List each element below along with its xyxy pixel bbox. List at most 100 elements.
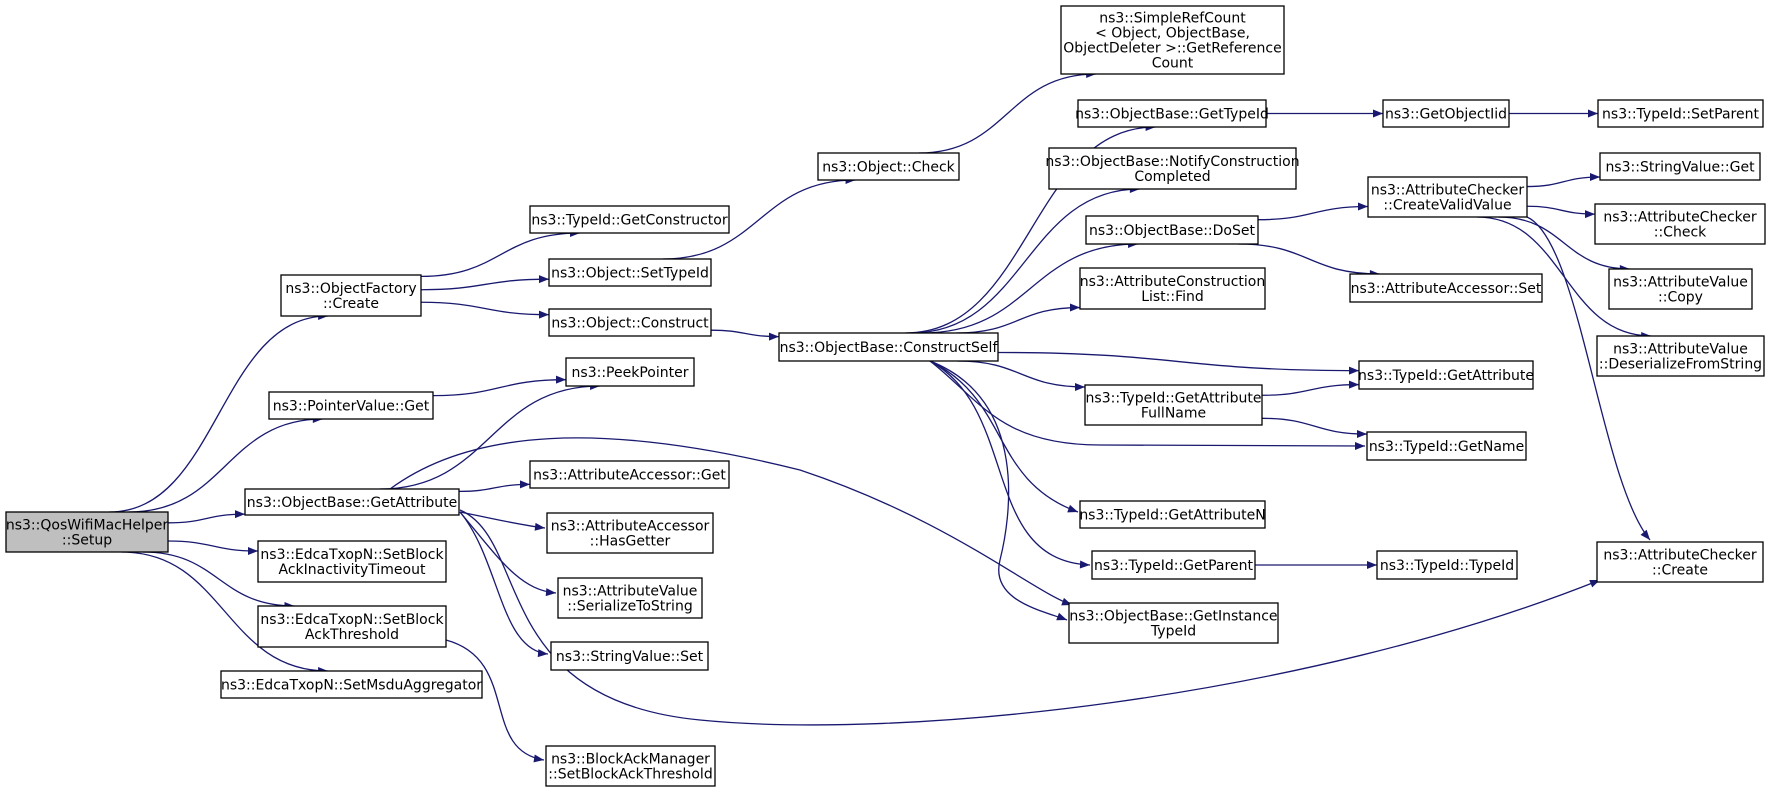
- node-tid-get-name[interactable]: ns3::TypeId::GetName: [1366, 431, 1527, 461]
- node-box: [1084, 384, 1263, 426]
- node-box: [1596, 335, 1765, 377]
- edge-line: [458, 483, 531, 493]
- node-ob-get-typeid[interactable]: ns3::ObjectBase::GetTypeId: [1075, 99, 1269, 128]
- node-box: [1366, 431, 1527, 461]
- node-accessor-get[interactable]: ns3::AttributeAccessor::Get: [529, 460, 730, 489]
- edge-line: [1261, 417, 1368, 435]
- node-box: [1060, 5, 1285, 75]
- node-factory-create[interactable]: ns3::ObjectFactory::Create: [280, 274, 422, 317]
- edge-line: [389, 437, 1073, 606]
- node-label: ns3::BlockAckManager: [551, 752, 710, 768]
- node-box: [1091, 550, 1256, 580]
- node-tid-get-attribute-n[interactable]: ns3::TypeId::GetAttributeN: [1079, 500, 1266, 529]
- node-string-value-set[interactable]: ns3::StringValue::Set: [550, 641, 709, 671]
- node-object-set-typeid[interactable]: ns3::Object::SetTypeId: [548, 258, 712, 287]
- node-tid-typeid[interactable]: ns3::TypeId::TypeId: [1376, 550, 1518, 580]
- edge-line: [956, 306, 1081, 334]
- edge-line: [662, 179, 856, 260]
- node-object-construct[interactable]: ns3::Object::Construct: [548, 308, 712, 337]
- node-label: ns3::TypeId::TypeId: [1380, 558, 1514, 574]
- node-box: [268, 391, 434, 420]
- node-tid-get-attribute[interactable]: ns3::TypeId::GetAttribute: [1358, 360, 1534, 390]
- node-tid-get-parent[interactable]: ns3::TypeId::GetParent: [1091, 550, 1256, 580]
- node-value-deserialize[interactable]: ns3::AttributeValue::DeserializeFromStri…: [1596, 335, 1765, 377]
- node-box: [1594, 203, 1766, 245]
- node-get-attribute[interactable]: ns3::ObjectBase::GetAttribute: [244, 488, 460, 516]
- node-set-block-ack-threshold[interactable]: ns3::EdcaTxopN::SetBlockAckThreshold: [257, 605, 447, 648]
- node-label: ns3::TypeId::GetAttribute: [1086, 391, 1262, 407]
- node-setup[interactable]: ns3::QosWifiMacHelper::Setup: [5, 511, 169, 553]
- node-ob-doset[interactable]: ns3::ObjectBase::DoSet: [1085, 215, 1259, 245]
- edge-line: [1261, 383, 1360, 396]
- node-set-msdu-aggregator[interactable]: ns3::EdcaTxopN::SetMsduAggregator: [220, 670, 483, 699]
- edge-get_attribute-to-accessor_get: [458, 480, 531, 493]
- node-label: ns3::PeekPointer: [572, 365, 689, 381]
- node-label: AckThreshold: [305, 627, 399, 643]
- node-box: [1085, 215, 1259, 245]
- edge-line: [459, 511, 557, 594]
- node-box: [5, 511, 169, 553]
- edge-line: [459, 509, 1601, 726]
- node-accessor-set[interactable]: ns3::AttributeAccessor::Set: [1349, 273, 1543, 303]
- edge-line: [121, 551, 329, 672]
- arrowhead-icon: [1585, 210, 1595, 219]
- arrowhead-icon: [1357, 430, 1367, 439]
- node-accessor-has-getter[interactable]: ns3::AttributeAccessor::HasGetter: [546, 512, 714, 554]
- edge-checker_create_valid-to-checker_check: [1526, 205, 1596, 219]
- node-label: ::HasGetter: [590, 534, 671, 550]
- node-label: FullName: [1141, 406, 1206, 422]
- arrowhead-icon: [1640, 529, 1650, 540]
- edge-construct_self-to-ob_get_instance_typeid: [929, 360, 1068, 621]
- node-label: ns3::StringValue::Set: [556, 649, 704, 665]
- node-box: [557, 577, 703, 619]
- edge-object_construct-to-construct_self: [710, 329, 780, 341]
- edge-pointer_get-to-peek_pointer: [432, 375, 567, 397]
- node-get-object-iid[interactable]: ns3::GetObjectIid: [1382, 99, 1510, 128]
- node-box: [1358, 360, 1534, 390]
- node-pointer-get[interactable]: ns3::PointerValue::Get: [268, 391, 434, 420]
- node-object-check[interactable]: ns3::Object::Check: [817, 152, 960, 181]
- edge-setup-to-get_attribute: [167, 510, 246, 524]
- node-box: [1596, 541, 1764, 583]
- arrowhead-icon: [1079, 560, 1090, 569]
- edge-line: [379, 385, 601, 490]
- node-box: [1367, 176, 1528, 218]
- arrowhead-icon: [1070, 303, 1080, 312]
- node-construct-self[interactable]: ns3::ObjectBase::ConstructSelf: [778, 332, 999, 362]
- edge-get_object_iid-to-tid_set_parent: [1509, 109, 1598, 118]
- node-label: ns3::EdcaTxopN::SetMsduAggregator: [221, 678, 482, 694]
- node-set-block-ack-inactivity[interactable]: ns3::EdcaTxopN::SetBlockAckInactivityTim…: [257, 540, 447, 583]
- edge-line: [1526, 176, 1601, 188]
- node-get-constructor[interactable]: ns3::TypeId::GetConstructor: [529, 205, 730, 234]
- node-value-serialize[interactable]: ns3::AttributeValue::SerializeToString: [557, 577, 703, 619]
- node-box: [1599, 152, 1761, 181]
- node-string-value-get[interactable]: ns3::StringValue::Get: [1599, 152, 1761, 181]
- edge-line: [910, 188, 1140, 334]
- node-peek-pointer[interactable]: ns3::PeekPointer: [565, 357, 695, 387]
- node-label: ns3::TypeId::GetAttribute: [1358, 368, 1534, 384]
- node-tid-set-parent[interactable]: ns3::TypeId::SetParent: [1597, 99, 1764, 128]
- node-bam-set-threshold[interactable]: ns3::BlockAckManager::SetBlockAckThresho…: [545, 745, 716, 787]
- node-label: ns3::ObjectBase::GetAttribute: [247, 495, 457, 511]
- edge-line: [929, 360, 1079, 513]
- node-simple-ref-count[interactable]: ns3::SimpleRefCount< Object, ObjectBase,…: [1060, 5, 1285, 75]
- node-checker-create-valid[interactable]: ns3::AttributeChecker::CreateValidValue: [1367, 176, 1528, 218]
- edge-line: [957, 360, 1086, 388]
- node-value-copy[interactable]: ns3::AttributeValue::Copy: [1608, 268, 1753, 310]
- arrowhead-icon: [537, 649, 548, 658]
- arrowhead-icon: [1349, 366, 1359, 375]
- edge-line: [1526, 216, 1651, 541]
- node-label: ns3::TypeId::SetParent: [1602, 107, 1759, 123]
- node-checker-check[interactable]: ns3::AttributeChecker::Check: [1594, 203, 1766, 245]
- node-label: ns3::AttributeValue: [1613, 275, 1748, 291]
- node-ob-notify[interactable]: ns3::ObjectBase::NotifyConstructionCompl…: [1045, 147, 1300, 190]
- node-checker-create[interactable]: ns3::AttributeChecker::Create: [1596, 541, 1764, 583]
- edge-line: [710, 329, 780, 338]
- node-label: ::Create: [323, 296, 379, 312]
- node-label: ns3::Object::Check: [822, 160, 955, 176]
- node-label: ns3::ObjectBase::DoSet: [1089, 223, 1255, 239]
